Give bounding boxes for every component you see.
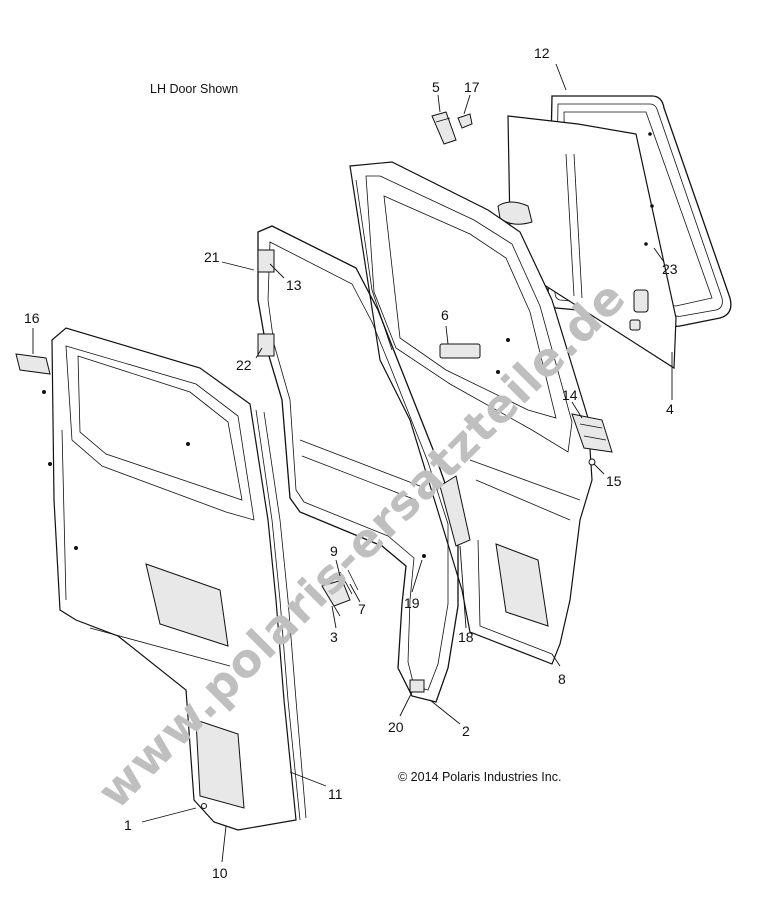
pocket-10 <box>195 719 245 809</box>
copyright: © 2014 Polaris Industries Inc. <box>398 770 561 784</box>
outer-door-panel-11 <box>42 327 307 831</box>
callout-3: 3 <box>330 629 338 645</box>
spring-9 <box>339 571 353 595</box>
clip-17 <box>457 113 473 129</box>
callout-4: 4 <box>666 401 674 417</box>
callout-19: 19 <box>404 595 420 611</box>
callout-22: 22 <box>236 357 252 373</box>
callout-8: 8 <box>558 671 566 687</box>
callout-15: 15 <box>606 473 622 489</box>
callout-20: 20 <box>388 719 404 735</box>
bracket-13 <box>257 249 275 273</box>
leader-lines <box>32 63 673 863</box>
callout-12: 12 <box>534 45 550 61</box>
callout-6: 6 <box>441 307 449 323</box>
inner-door-panel-8 <box>349 161 593 665</box>
latch-14 <box>571 413 613 453</box>
callout-1: 1 <box>124 817 132 833</box>
screw-19 <box>422 554 426 558</box>
handle-6 <box>439 343 481 359</box>
spring-7 <box>347 569 359 591</box>
callout-16: 16 <box>24 310 40 326</box>
callout-21: 21 <box>204 249 220 265</box>
hinge-5 <box>431 111 457 145</box>
callout-10: 10 <box>212 865 228 881</box>
strap-18 <box>439 475 471 547</box>
screw-1 <box>201 803 207 809</box>
callout-17: 17 <box>464 79 480 95</box>
callout-9: 9 <box>330 543 338 559</box>
callout-23: 23 <box>662 261 678 277</box>
trim-strip-16 <box>15 353 51 375</box>
screw-15 <box>588 458 596 466</box>
callout-14: 14 <box>562 387 578 403</box>
callout-18: 18 <box>458 629 474 645</box>
door-frame-2 <box>257 225 471 703</box>
callout-11: 11 <box>328 786 343 802</box>
latch-bracket-3 <box>321 579 351 617</box>
callout-7: 7 <box>358 601 366 617</box>
callout-5: 5 <box>432 79 440 95</box>
callout-13: 13 <box>286 277 302 293</box>
header-note: LH Door Shown <box>150 82 238 96</box>
bracket-22 <box>257 333 275 357</box>
clip-20 <box>409 679 425 693</box>
callout-2: 2 <box>462 723 470 739</box>
